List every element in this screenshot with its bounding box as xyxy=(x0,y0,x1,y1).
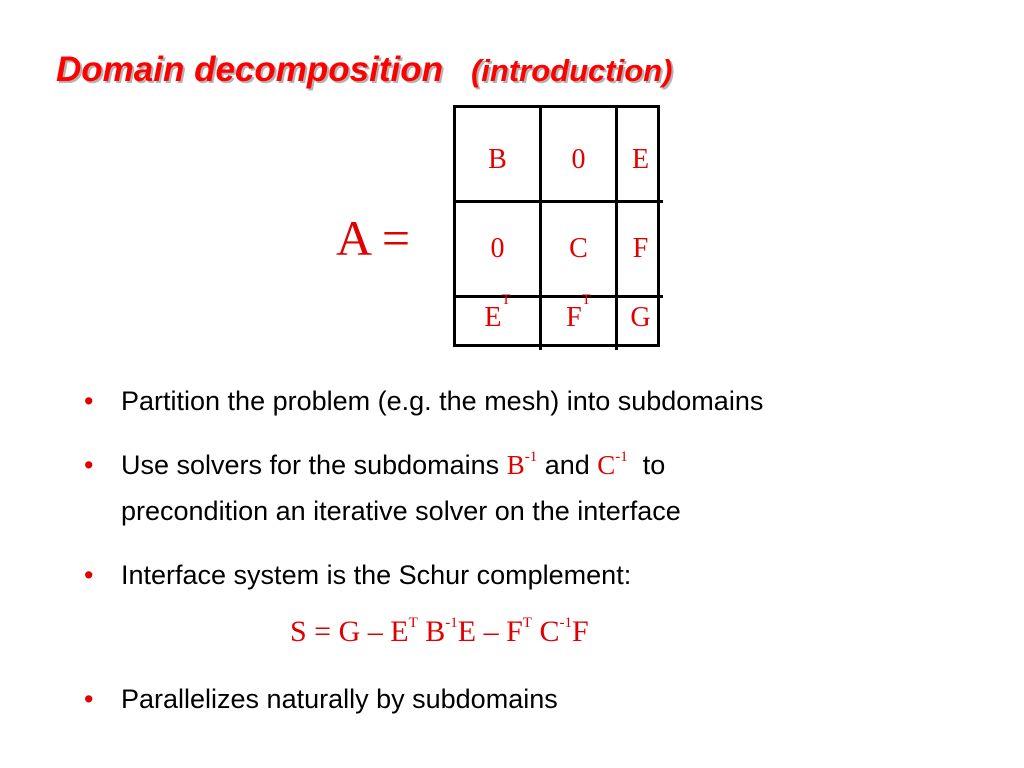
matrix-cell-3-3: G xyxy=(630,302,651,333)
matrix-cell-1-2: 0 xyxy=(542,108,618,203)
matrix-cell-1-1: B xyxy=(456,108,542,203)
matrix-cell-2-2: C xyxy=(542,203,618,298)
bullet-text: Interface system is the Schur complement… xyxy=(121,560,632,590)
title-subtitle: (introduction) xyxy=(470,53,673,88)
matrix-cell-2-3: F xyxy=(618,203,663,298)
bullet-list: • Partition the problem (e.g. the mesh) … xyxy=(84,378,984,722)
schur-complement-formula: S = G – ET B-1E – FT C-1F xyxy=(290,615,589,648)
bullet-marker: • xyxy=(84,450,94,480)
matrix-cell-1-3: E xyxy=(618,108,663,203)
bullet-text-line2: precondition an iterative solver on the … xyxy=(121,496,681,526)
bullet-item-partition: • Partition the problem (e.g. the mesh) … xyxy=(84,378,984,424)
bullet-marker: • xyxy=(84,386,94,416)
bullet-marker: • xyxy=(84,684,94,714)
slide-title: Domain decomposition (introduction) xyxy=(56,46,672,95)
math-b-inverse: B-1 xyxy=(506,449,538,481)
bullet-text: Partition the problem (e.g. the mesh) in… xyxy=(121,386,764,416)
bullet-item-solvers: • Use solvers for the subdomains B-1 and… xyxy=(84,442,984,534)
matrix-cell-2-1: 0 xyxy=(456,203,542,298)
bullet-text: Parallelizes naturally by subdomains xyxy=(121,684,558,714)
bullet-text: Use solvers for the subdomains xyxy=(121,450,507,480)
matrix-label: A = xyxy=(336,210,411,266)
bullet-marker: • xyxy=(84,560,94,590)
bullet-item-schur: • Interface system is the Schur compleme… xyxy=(84,552,984,598)
math-c-inverse: C-1 xyxy=(597,449,628,481)
title-main: Domain decomposition xyxy=(56,50,443,89)
bullet-item-parallel: • Parallelizes naturally by subdomains xyxy=(84,676,984,722)
